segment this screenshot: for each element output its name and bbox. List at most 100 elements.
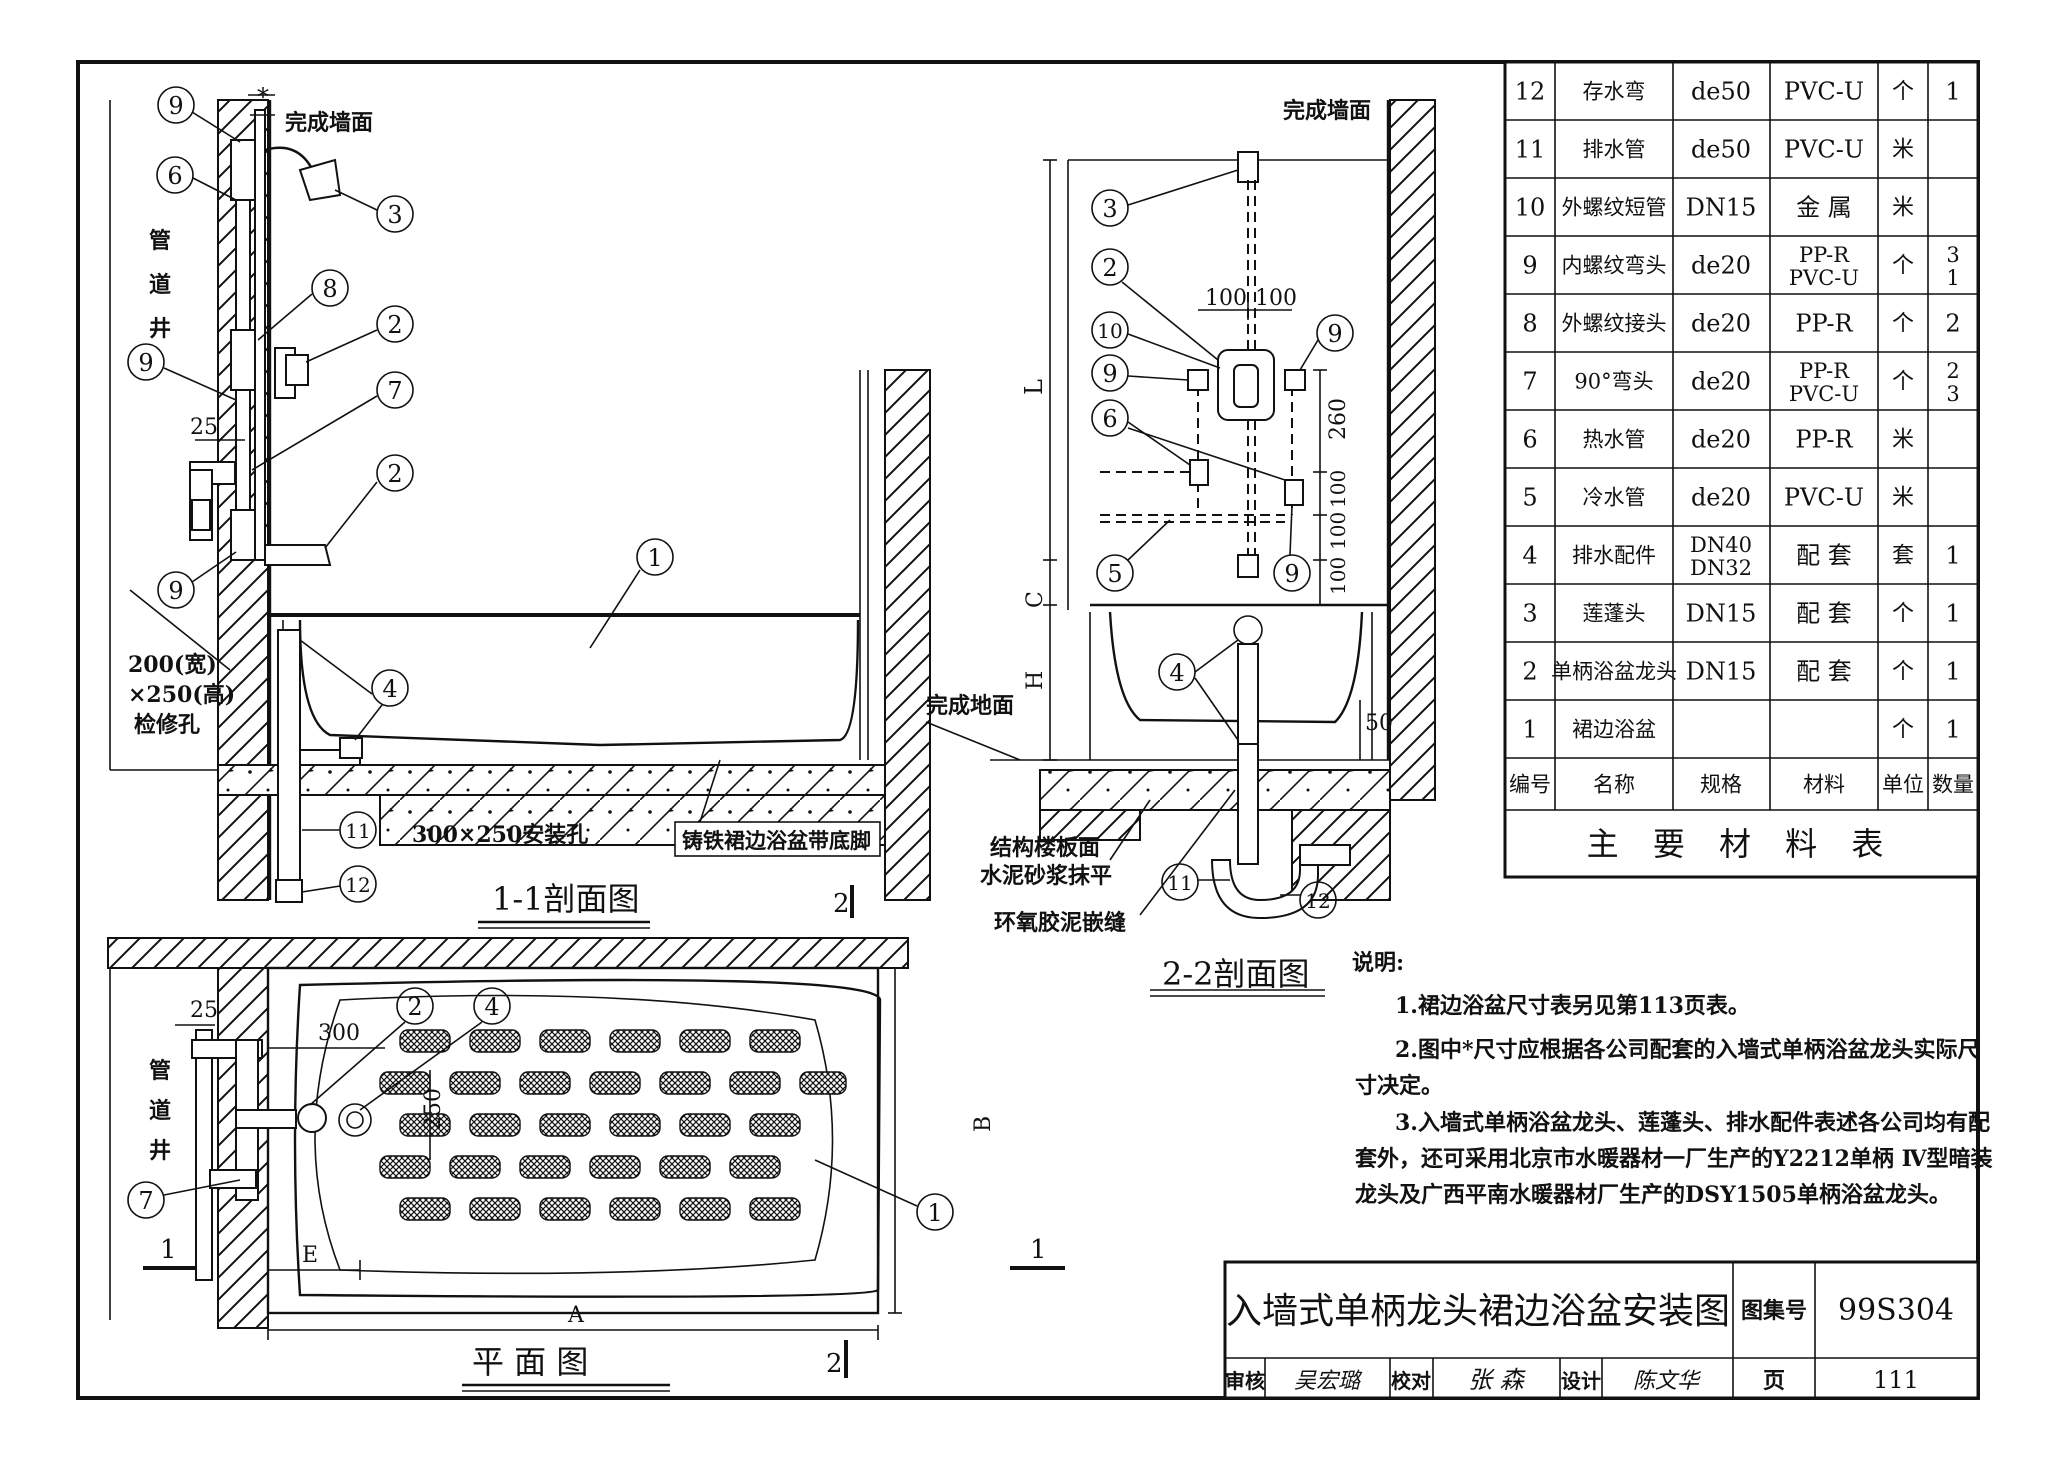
table-cell-material: 配 套	[1796, 599, 1852, 627]
callout-3-a: 3	[334, 189, 414, 233]
materials-table-caption: 主 要 材 料 表	[1587, 825, 1896, 863]
epoxy-label: 环氧胶泥嵌缝	[994, 910, 1126, 936]
table-cell-name: 排水配件	[1572, 543, 1656, 567]
table-cell-unit: 米	[1892, 138, 1914, 163]
atlas-label: 图集号	[1741, 1298, 1807, 1324]
dim-260: 260	[1326, 398, 1351, 440]
dim-300: 300	[318, 1021, 360, 1046]
cut-mark-2-a: 2	[833, 889, 850, 919]
table-cell-no: 11	[1515, 135, 1546, 163]
table-cell-no: 6	[1522, 425, 1537, 453]
table-cell-unit: 米	[1892, 428, 1914, 453]
table-cell-unit: 米	[1892, 486, 1914, 511]
plan-shaft-label-2: 道	[149, 1098, 171, 1124]
callout-8: 8	[257, 269, 349, 341]
table-cell-name: 存水弯	[1583, 79, 1646, 103]
shaft-label-1: 管	[149, 228, 171, 254]
dim-25-plan: 25	[190, 998, 218, 1023]
table-cell-name: 外螺纹接头	[1562, 311, 1667, 335]
dim-B: B	[971, 1116, 996, 1132]
access-hole-label-1: 200(宽)	[128, 652, 217, 678]
callout-9-c: 9	[1299, 314, 1354, 371]
table-cell-qty: 3	[1946, 243, 1959, 267]
dim-250: 250	[421, 1088, 446, 1130]
callout-9-d: 9	[1091, 354, 1189, 392]
cut-mark-1-b: 1	[1030, 1235, 1047, 1265]
title-block: 入墙式单柄龙头裙边浴盆安装图 图集号 99S304 页 111 审核 吴宏璐 校…	[1223, 1260, 1980, 1400]
structure-label-2: 水泥砂浆抹平	[980, 863, 1112, 889]
dim-L: L	[1020, 379, 1048, 395]
table-cell-no: 4	[1522, 541, 1537, 569]
note-3-line-3: 龙头及广西平南水暖器材厂生产的DSY1505单柄浴盆龙头。	[1355, 1182, 1951, 1208]
table-cell-no: 8	[1522, 309, 1537, 337]
page-label: 页	[1763, 1368, 1785, 1394]
section-1-1	[109, 94, 931, 903]
callout-4-plan: 4	[359, 987, 511, 1111]
callout-1-a: 1	[589, 538, 674, 649]
non-slip-pads	[379, 1029, 847, 1221]
callout-9-bottom: 9	[157, 551, 237, 609]
table-cell-name: 单柄浴盆龙头	[1551, 659, 1677, 683]
table-cell-spec: de20	[1691, 309, 1751, 337]
svg-text:2: 2	[387, 460, 402, 488]
table-cell-spec: de20	[1691, 483, 1751, 511]
table-cell-material: 配 套	[1796, 657, 1852, 685]
table-cell-unit: 个	[1892, 602, 1914, 627]
svg-text:3: 3	[387, 201, 402, 229]
star-dim-mark: *	[257, 83, 269, 111]
svg-text:1: 1	[647, 544, 662, 572]
callout-2-c: 2	[1091, 248, 1219, 361]
table-cell-unit: 米	[1892, 196, 1914, 221]
shaft-label-3: 井	[149, 316, 171, 342]
notes-heading: 说明:	[1352, 950, 1404, 976]
access-hole-label-3: 检修孔	[134, 712, 200, 738]
structure-label-1: 结构楼板面	[990, 835, 1100, 861]
dim-100-d: 100	[1326, 512, 1350, 550]
table-cell-material: 金 属	[1796, 193, 1852, 221]
atlas-number: 99S304	[1838, 1293, 1954, 1328]
callout-6: 6	[156, 156, 237, 201]
callout-1-plan: 1	[814, 1159, 954, 1231]
dim-100-left: 100	[1205, 286, 1247, 311]
plan-labels: 25 300 250 管 道 井 E A B 1 1 2 平 面 图	[149, 998, 1047, 1392]
cut-mark-1-a: 1	[160, 1235, 177, 1265]
install-hole-label: 300×250安装孔	[412, 822, 588, 848]
callout-2-b: 2	[324, 454, 414, 549]
svg-text:5: 5	[1107, 560, 1122, 588]
table-header-unit: 单位	[1882, 772, 1924, 796]
table-cell-material: 配 套	[1796, 541, 1852, 569]
callout-9-mid: 9	[127, 343, 237, 401]
table-cell-qty: 2	[1946, 359, 1959, 383]
access-hole-label-2: ×250(高)	[128, 682, 235, 708]
check-label: 校对	[1391, 1369, 1431, 1393]
dim-E: E	[302, 1243, 318, 1268]
table-cell-spec: de50	[1691, 77, 1751, 105]
table-cell-material: PVC-U	[1784, 135, 1864, 163]
note-2-line-2: 寸决定。	[1355, 1073, 1443, 1099]
table-cell-qty: 3	[1946, 382, 1959, 406]
table-cell-name: 90°弯头	[1574, 369, 1653, 393]
svg-text:11: 11	[1167, 871, 1192, 895]
svg-text:2: 2	[387, 311, 402, 339]
table-header-material: 材料	[1803, 772, 1845, 796]
svg-text:10: 10	[1097, 319, 1122, 343]
svg-text:9: 9	[1284, 560, 1299, 588]
table-cell-name: 裙边浴盆	[1572, 717, 1656, 741]
dim-C: C	[1023, 591, 1048, 608]
note-3-line-1: 3.入墙式单柄浴盆龙头、莲蓬头、排水配件表述各公司均有配	[1395, 1110, 1990, 1136]
reviewer-signature: 吴宏璐	[1294, 1369, 1363, 1394]
table-cell-material: PVC-U	[1789, 266, 1859, 290]
table-cell-unit: 个	[1892, 370, 1914, 395]
table-cell-spec: de50	[1691, 135, 1751, 163]
table-cell-material: PVC-U	[1784, 483, 1864, 511]
svg-text:6: 6	[1102, 405, 1117, 433]
table-header-qty: 数量	[1932, 772, 1974, 796]
svg-text:9: 9	[168, 92, 183, 120]
drawing-title: 入墙式单柄龙头裙边浴盆安装图	[1226, 1291, 1730, 1332]
table-cell-spec: DN15	[1686, 599, 1757, 627]
dim-25-top: 25	[190, 415, 218, 440]
table-cell-no: 12	[1515, 77, 1546, 105]
finish-wall-label: 完成墙面	[285, 110, 373, 136]
